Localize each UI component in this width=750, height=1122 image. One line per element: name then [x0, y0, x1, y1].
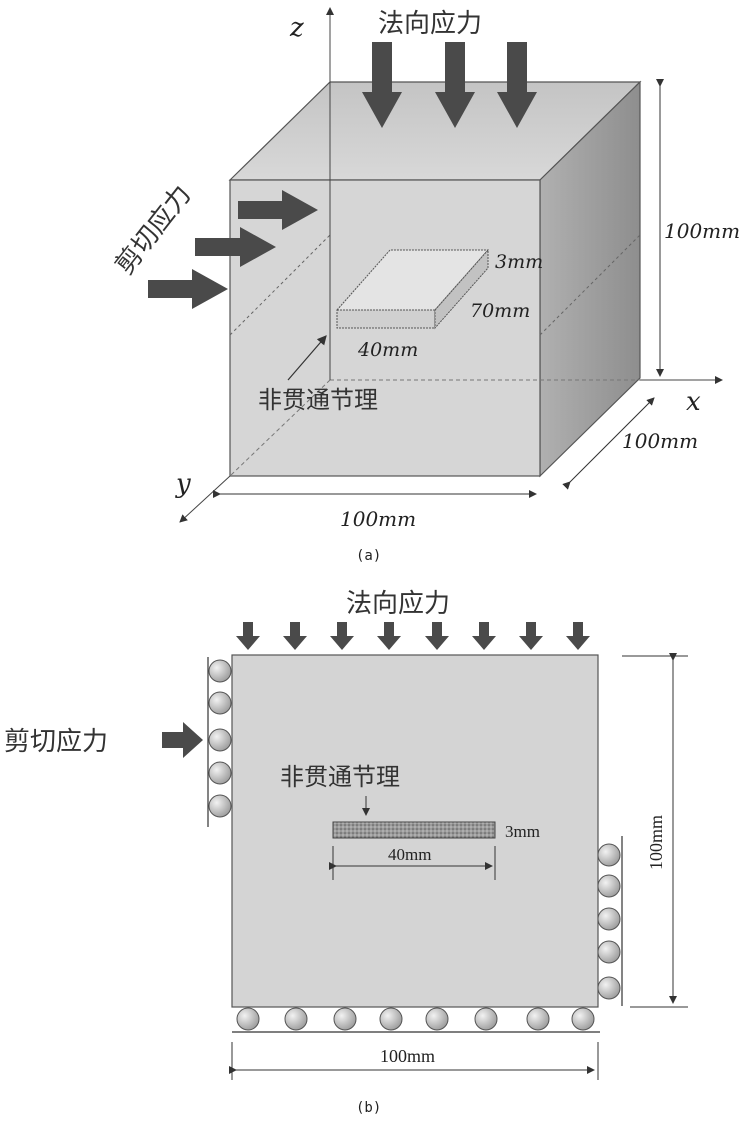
shear-stress-label: 剪切应力: [110, 180, 198, 280]
caption-a: (a): [356, 548, 381, 564]
panel-a: z x y 3mm 70mm 40mm 非贯通节理 法向应力 剪切应力 100m…: [110, 8, 740, 564]
roller: [209, 660, 231, 682]
panel-b: 法向应力 剪切应力 非贯通节理 3mm: [4, 589, 688, 1116]
joint-label: 非贯通节理: [280, 763, 400, 791]
roller: [209, 729, 231, 751]
arrow-down: [330, 622, 354, 650]
arrow-down: [236, 622, 260, 650]
axis-x-label: x: [686, 387, 701, 417]
arrow-down: [283, 622, 307, 650]
arrow-down: [472, 622, 496, 650]
roller: [334, 1008, 356, 1030]
roller: [527, 1008, 549, 1030]
normal-stress-arrows: [362, 42, 537, 128]
roller: [285, 1008, 307, 1030]
shear-stress-label: 剪切应力: [4, 727, 108, 757]
right-rollers: [598, 844, 620, 999]
dim-width-label: 100mm: [340, 507, 416, 531]
roller: [598, 941, 620, 963]
shear-arrow-right: [162, 722, 203, 758]
normal-stress-label: 法向应力: [346, 589, 450, 619]
roller: [598, 908, 620, 930]
joint-depth-label: 70mm: [470, 300, 530, 322]
joint-front: [337, 310, 435, 328]
roller: [380, 1008, 402, 1030]
joint-length-label: 40mm: [357, 339, 418, 361]
dim-width-label: 100mm: [380, 1046, 435, 1066]
normal-stress-label: 法向应力: [378, 9, 482, 39]
bottom-rollers: [237, 1008, 594, 1030]
left-rollers: [209, 660, 231, 817]
normal-stress-arrows: [236, 622, 590, 650]
joint-label: 非贯通节理: [258, 386, 378, 414]
dim-height-label: 100mm: [664, 219, 740, 243]
arrow-down: [425, 622, 449, 650]
roller: [426, 1008, 448, 1030]
roller: [598, 977, 620, 999]
joint-length-label: 40mm: [388, 845, 431, 864]
roller: [237, 1008, 259, 1030]
axis-y-label: y: [175, 469, 191, 499]
dim-height-label: 100mm: [646, 815, 666, 870]
caption-b: (b): [356, 1100, 381, 1116]
joint-thickness-label: 3mm: [495, 251, 543, 273]
dim-depth-label: 100mm: [622, 429, 698, 453]
joint-thickness-label: 3mm: [505, 822, 540, 841]
roller: [598, 875, 620, 897]
arrow-down: [566, 622, 590, 650]
roller: [475, 1008, 497, 1030]
roller: [209, 692, 231, 714]
roller: [598, 844, 620, 866]
arrow-right: [148, 269, 228, 309]
roller: [209, 762, 231, 784]
arrow-down: [519, 622, 543, 650]
axis-z-label: z: [289, 13, 304, 43]
arrow-down: [377, 622, 401, 650]
roller: [572, 1008, 594, 1030]
roller: [209, 795, 231, 817]
joint-strip: [333, 822, 495, 838]
